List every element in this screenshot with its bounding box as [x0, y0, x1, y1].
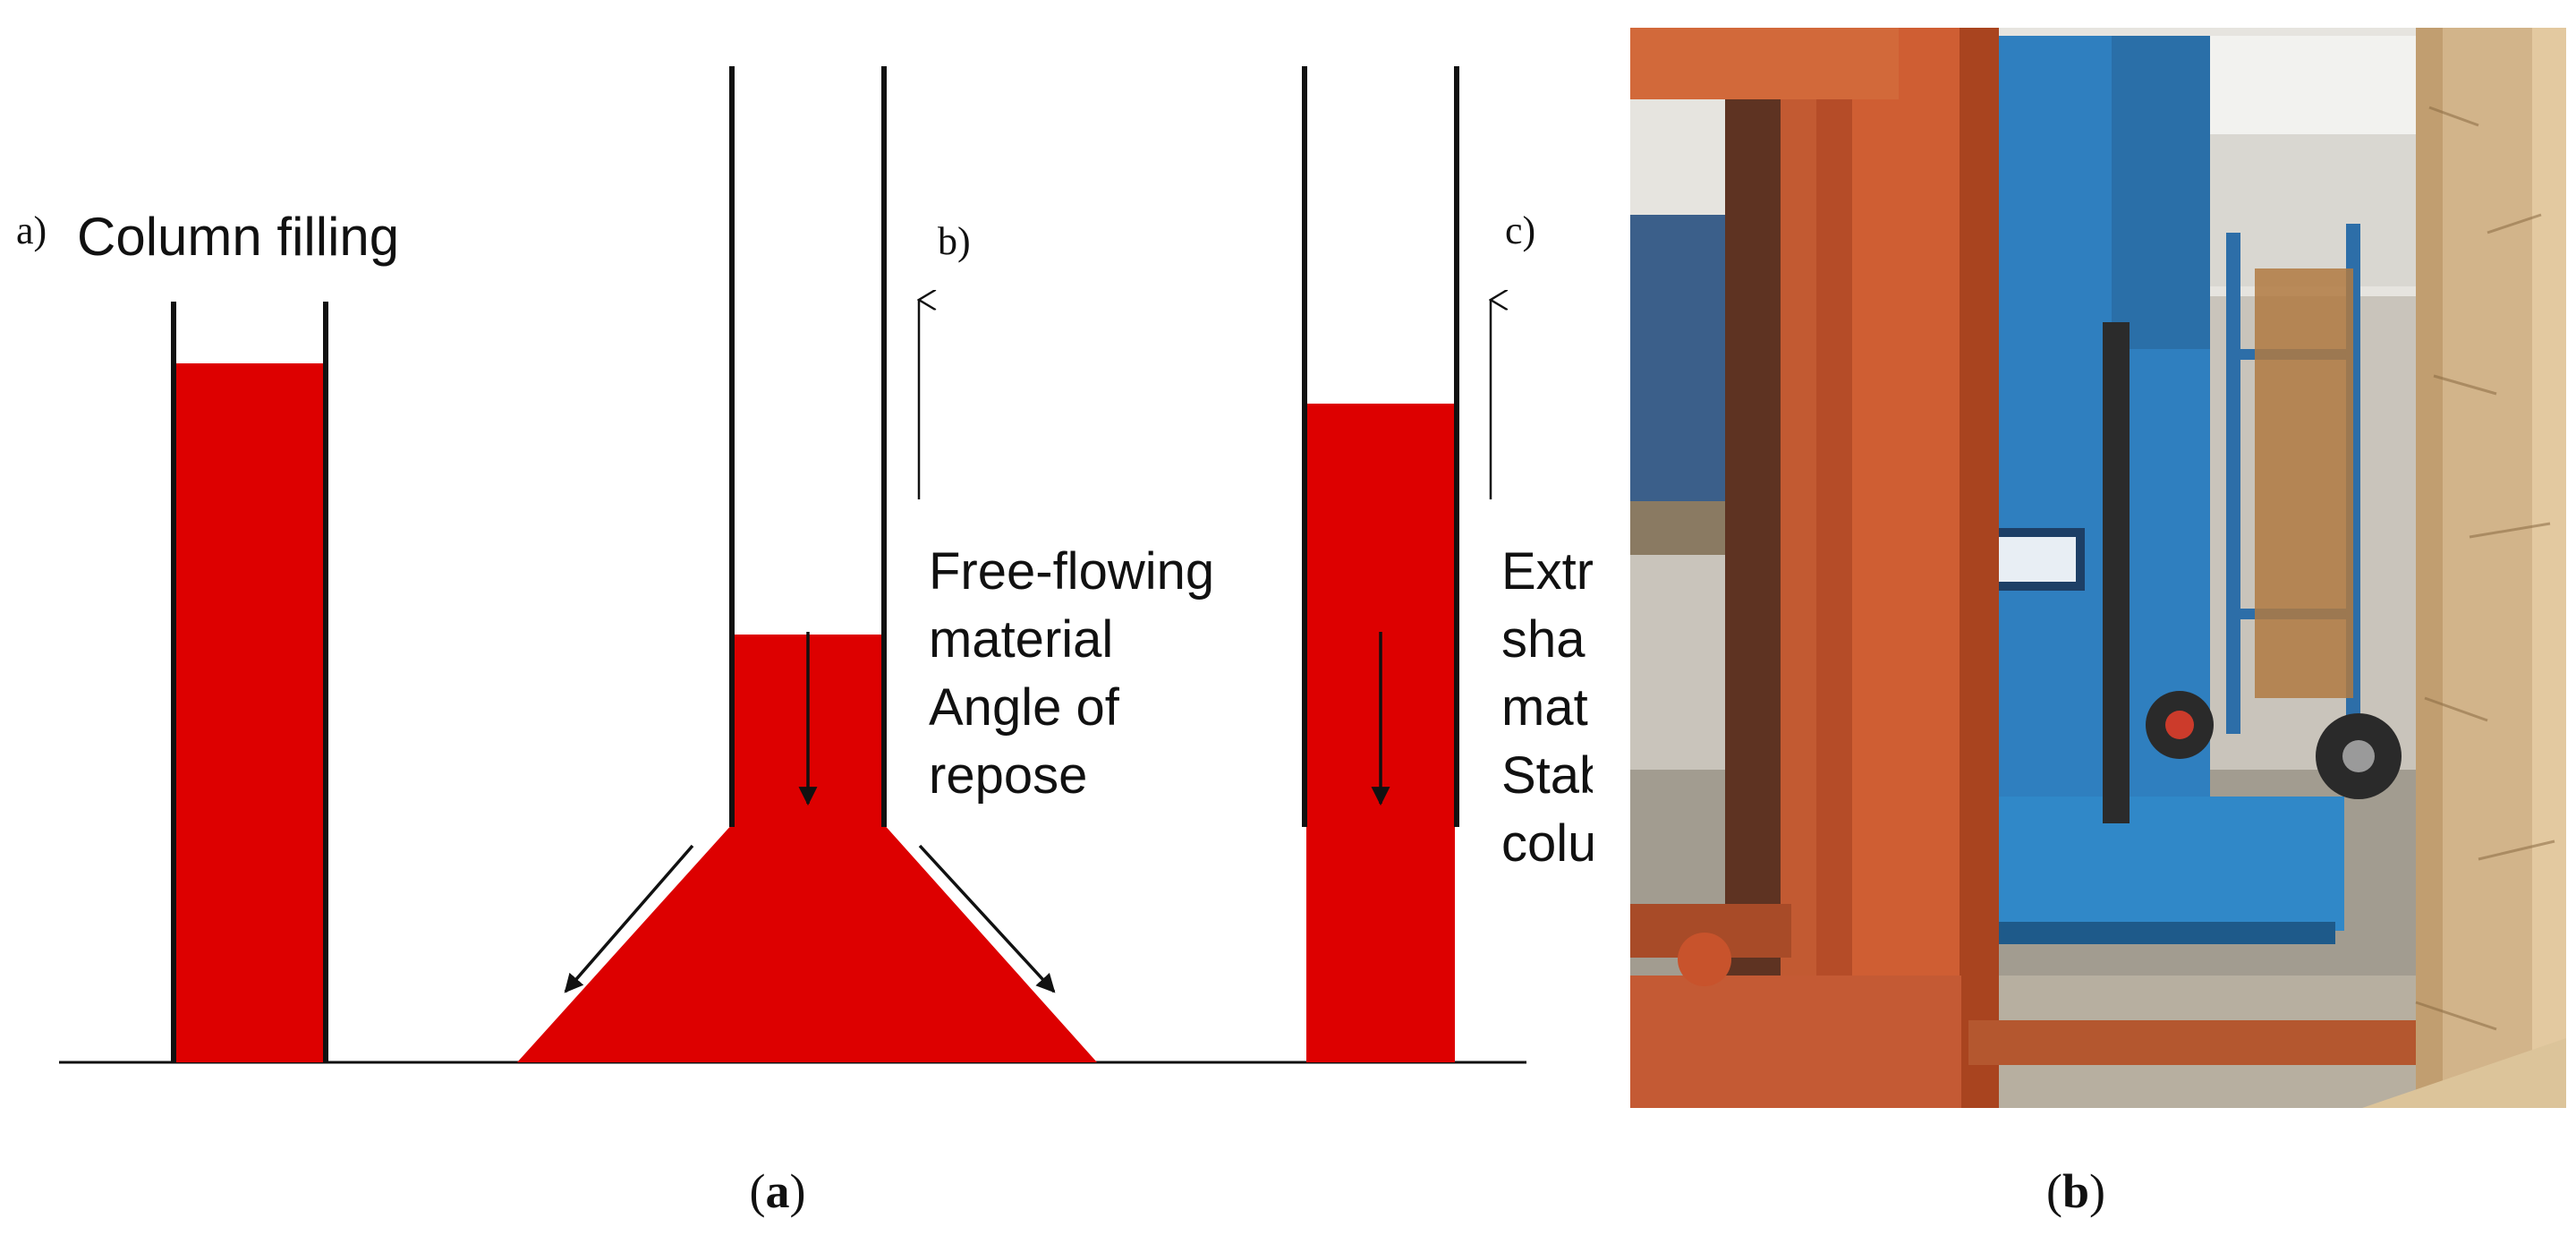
caption-a: (a): [750, 1164, 806, 1218]
photo-panel: [1630, 28, 2566, 1108]
label-a: a): [16, 209, 47, 252]
stage-a-column: [171, 302, 328, 1062]
stage-b-material-pile: [517, 822, 1097, 1062]
text-c-line-3: mat: [1501, 678, 1588, 737]
text-c-line-2: sha: [1501, 610, 1586, 669]
text-b-line-2: material: [929, 610, 1113, 669]
stage-a-material: [175, 363, 324, 1062]
caption-b: (b): [2046, 1164, 2105, 1218]
stage-b-flow-arrow-left: [564, 844, 694, 993]
text-c-block: Extr sha mat Stab colu: [1501, 542, 1608, 873]
stage-b-flow-arrow-right: [918, 844, 1056, 993]
text-c-line-1: Extr: [1501, 542, 1594, 601]
stage-c-column: [1302, 66, 1491, 1062]
text-c-line-5: colu: [1501, 814, 1596, 873]
text-b-line-1: Free-flowing: [929, 542, 1214, 601]
text-c-line-4: Stab: [1501, 746, 1608, 805]
text-b-line-3: Angle of: [929, 678, 1120, 737]
label-c: c): [1505, 209, 1535, 252]
schematic-panel: a) Column filling b) c) Free-flowing mat…: [16, 66, 1608, 1064]
text-b-line-4: repose: [929, 746, 1087, 805]
title-a: Column filling: [77, 207, 399, 267]
text-b-block: Free-flowing material Angle of repose: [929, 542, 1214, 805]
label-b: b): [938, 219, 971, 263]
stage-b-column: [517, 66, 1097, 1062]
